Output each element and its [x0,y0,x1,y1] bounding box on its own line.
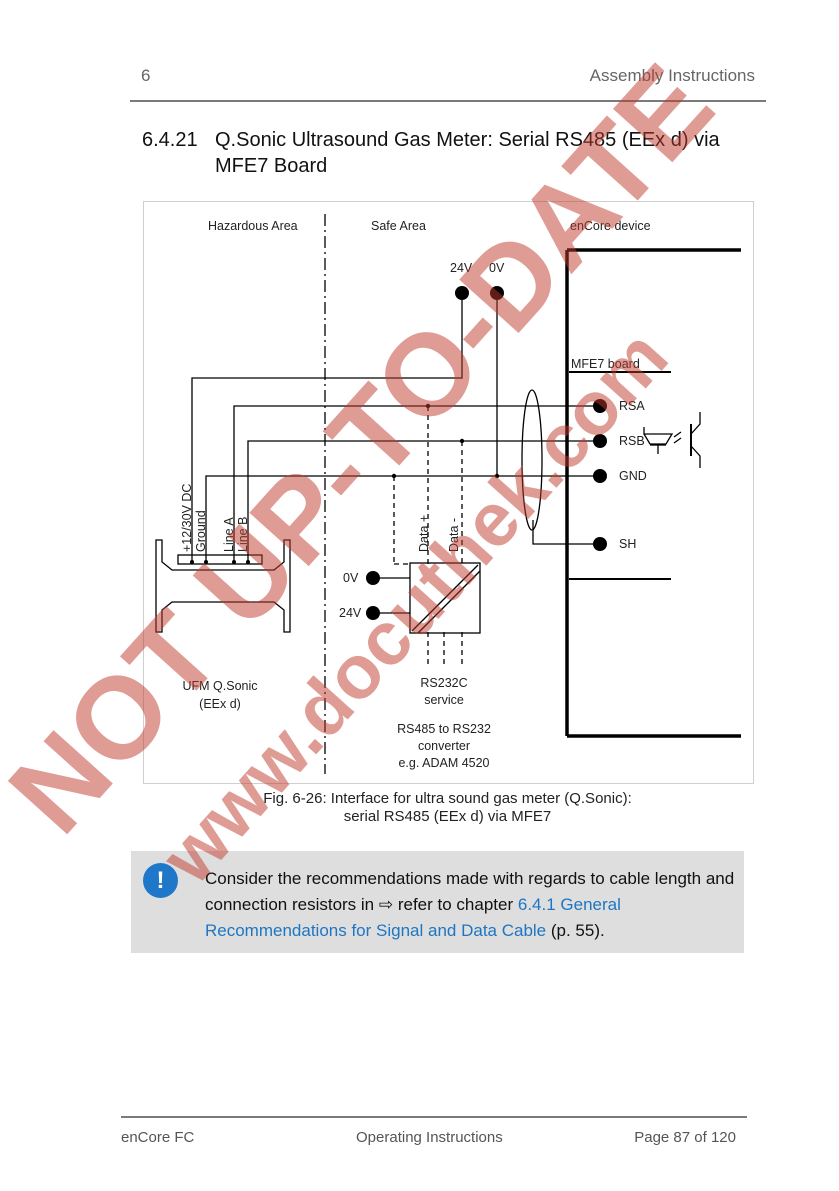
label-safe-area: Safe Area [371,219,426,233]
ufm-terminal-block [177,554,263,565]
label-rsa: RSA [619,399,645,413]
arrow-icon: ⇨ [378,895,394,914]
terminal-24v [455,286,469,300]
footer-product: enCore FC [121,1129,195,1146]
cable-shield-ellipse [521,389,543,531]
exclamation-icon: ! [143,863,178,898]
ufm-meter-body [155,539,291,633]
converter-diagonal-2 [417,570,481,634]
figure-caption: Fig. 6-26: Interface for ultra sound gas… [143,790,752,826]
terminal-converter-0v [366,571,380,585]
label-ufm-line1: UFM Q.Sonic [182,679,257,693]
terminal-rsb [593,434,607,448]
label-24v-converter: 24V [339,606,362,620]
terminal-converter-24v [366,606,380,620]
note-text-mid: refer to chapter [393,895,518,914]
light-arrow-1 [673,431,682,438]
label-ufm-line2: (EEx d) [199,697,241,711]
junction-dot [459,438,465,444]
junction-dot [425,403,431,409]
label-hazardous-area: Hazardous Area [208,219,298,233]
footer-doc-type: Operating Instructions [356,1129,503,1146]
footer-page-number: Page 87 of 120 [634,1129,736,1146]
note-text-after: (p. 55). [546,921,605,940]
note-box [131,851,744,953]
chapter-link[interactable]: 6.4.1 General Recommendations for Signal… [205,895,621,940]
figure-caption-line2: serial RS485 (EEx d) via MFE7 [343,808,552,825]
note-text: Consider the recommendations made with r… [205,866,740,944]
junction-dot [391,473,397,479]
diode-symbol [643,427,674,445]
terminal-sh [593,537,607,551]
label-line-a: Line A [222,517,236,552]
line-b-wire [247,440,600,564]
section-title-text: Q.Sonic Ultrasound Gas Meter: Serial RS4… [215,129,720,177]
label-data-minus: Data - [447,518,461,552]
figure-caption-line1: Fig. 6-26: Interface for ultra sound gas… [263,790,632,807]
label-converter-line3: e.g. ADAM 4520 [398,756,489,770]
terminal-dot [204,560,208,564]
footer-rule [121,1116,747,1118]
label-converter-line1: RS485 to RS232 [397,722,491,736]
light-arrow-2 [673,437,682,444]
wiring-diagram: Hazardous Area Safe Area enCore device 2… [143,201,754,784]
label-supply-voltage: +12/30V DC [180,484,194,552]
header-rule [130,100,766,102]
label-line-b: Line B [236,517,250,552]
label-encore-device: enCore device [570,219,651,233]
label-24v-top: 24V [450,261,473,275]
terminal-0v [490,286,504,300]
terminal-dot [232,560,236,564]
section-number: 6.4.21 [142,129,198,151]
terminal-gnd [593,469,607,483]
line-a-wire [233,405,600,564]
transistor-emitter [690,445,701,468]
label-rs232c-line1: RS232C [420,676,467,690]
supply-wire [191,300,463,564]
terminal-rsa [593,399,607,413]
terminal-dot [190,560,194,564]
transistor-collector [690,412,701,435]
label-gnd: GND [619,469,647,483]
label-rs232c-line2: service [424,693,464,707]
junction-dot [494,473,500,479]
label-data-plus: Data + [417,515,431,552]
header-chapter: 6 [141,66,151,85]
terminal-dot [246,560,250,564]
label-0v-converter: 0V [343,571,359,585]
note-text-before: Consider the recommendations made with r… [205,869,735,914]
converter-diagonal [411,564,479,632]
label-converter-line2: converter [418,739,470,753]
wiring-diagram-svg: Hazardous Area Safe Area enCore device 2… [155,214,741,774]
label-mfe7-board: MFE7 board [571,357,640,371]
label-rsb: RSB [619,434,645,448]
converter-box [409,562,481,634]
shield-wire [532,520,600,545]
header-section: Assembly Instructions [589,66,755,85]
label-0v-top: 0V [489,261,505,275]
ground-wire [205,475,600,564]
label-ground: Ground [194,510,208,552]
label-sh: SH [619,537,636,551]
